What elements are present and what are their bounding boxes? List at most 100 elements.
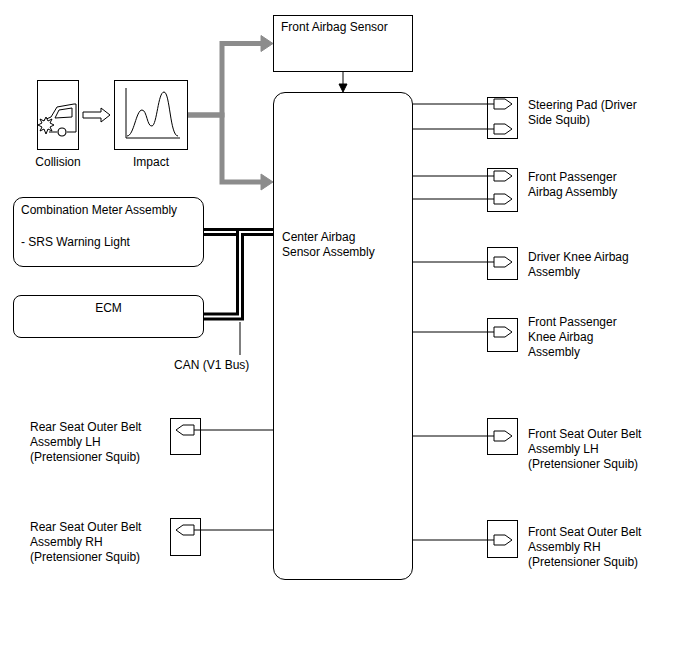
connector-line [201, 530, 273, 531]
connector [83, 108, 110, 122]
squib-symbol-group [487, 247, 518, 280]
connector [188, 115, 273, 190]
squib-component: Rear Seat Outer Belt Assembly LH (Preten… [170, 418, 201, 455]
connector [413, 176, 487, 199]
squib-symbol [176, 425, 194, 435]
graph-axes [126, 88, 180, 138]
component-label: Rear Seat Outer Belt Assembly LH (Preten… [30, 420, 162, 465]
illustration [37, 80, 79, 150]
box-title: Combination Meter Assembly [21, 203, 196, 218]
squib-symbol-group [170, 518, 201, 556]
squib-lead [487, 436, 494, 437]
connector [413, 332, 487, 333]
squib-symbol [494, 257, 512, 267]
squib-symbol-group [170, 418, 201, 455]
squib-lead [487, 332, 494, 333]
connector [204, 232, 273, 317]
picture-frame [115, 81, 188, 150]
bus-inner [204, 232, 273, 317]
component-box: Combination Meter Assembly - SRS Warning … [13, 197, 204, 267]
squib-component: Steering Pad (Driver Side Squib) [487, 97, 518, 139]
box-item: - SRS Warning Light [21, 235, 196, 250]
squib-component: Driver Knee Airbag Assembly [487, 247, 518, 280]
squib-symbol-group [487, 318, 518, 352]
component-label: Front Seat Outer Belt Assembly LH (Prete… [528, 427, 658, 472]
squib-component: Front Seat Outer Belt Assembly LH (Prete… [487, 418, 518, 455]
connector-line [413, 540, 487, 541]
connector-line [201, 430, 273, 431]
squib-symbol [494, 194, 512, 204]
squib-symbol [494, 99, 512, 109]
box-title: ECM [21, 301, 196, 316]
squib-housing [488, 169, 518, 212]
squib-component: Rear Seat Outer Belt Assembly RH (Preten… [170, 518, 201, 556]
connector-line [413, 176, 487, 177]
impact-curve [127, 92, 178, 136]
arrowhead [261, 36, 273, 52]
squib-housing [488, 319, 518, 352]
connector-line [413, 104, 487, 105]
squib-lead [487, 540, 494, 541]
connector-line [188, 115, 263, 182]
squib-symbol [494, 124, 512, 134]
squib-housing [488, 521, 518, 558]
box-title: Front Airbag Sensor [281, 20, 405, 35]
connector-line [413, 199, 487, 200]
squib-lead [487, 129, 494, 130]
component-label: Front Seat Outer Belt Assembly RH (Prete… [528, 525, 658, 570]
component-label: Front Passenger Airbag Assembly [528, 170, 638, 200]
squib-symbol-group [487, 418, 518, 455]
squib-housing [488, 419, 518, 455]
squib-symbol-group [487, 520, 518, 558]
squib-symbol [494, 535, 512, 545]
squib-lead [487, 176, 494, 177]
connector-line [413, 436, 487, 437]
squib-component: Front Passenger Knee Airbag Assembly [487, 318, 518, 352]
squib-lead [487, 262, 494, 263]
bus-outer [204, 232, 273, 317]
hollow-arrow [83, 108, 110, 122]
squib-component: Front Passenger Airbag Assembly [487, 168, 518, 212]
squib-symbol [176, 525, 194, 535]
squib-housing [171, 419, 201, 455]
component-label: Front Passenger Knee Airbag Assembly [528, 315, 628, 360]
box-title: Center Airbag Sensor Assembly [282, 230, 382, 260]
connector [201, 430, 273, 431]
connector [339, 72, 347, 92]
connector [413, 262, 487, 263]
component-label: Driver Knee Airbag Assembly [528, 250, 638, 280]
connector [188, 36, 273, 116]
illustration [114, 80, 188, 150]
connector-line [188, 44, 263, 116]
picture-box: Collision [37, 80, 79, 150]
arrowhead [261, 174, 273, 190]
squib-component: Front Seat Outer Belt Assembly RH (Prete… [487, 520, 518, 558]
squib-housing [488, 98, 518, 139]
squib-lead [487, 199, 494, 200]
squib-housing [171, 519, 201, 556]
connector [413, 104, 487, 129]
component-box: ECM [13, 295, 204, 338]
squib-lead [194, 530, 201, 531]
squib-lead [487, 104, 494, 105]
connector-line [413, 262, 487, 263]
car-window [55, 108, 72, 118]
squib-symbol-group [487, 97, 518, 139]
impact-burst [38, 117, 54, 134]
connector-line [413, 332, 487, 333]
squib-symbol [494, 327, 512, 337]
car-wheel [58, 128, 66, 136]
component-box: Front Airbag Sensor [273, 15, 413, 72]
picture-caption: Collision [35, 155, 80, 170]
squib-symbol [494, 431, 512, 441]
component-box: Center Airbag Sensor Assembly [273, 92, 413, 580]
leader-line [240, 322, 241, 355]
picture-caption: Impact [133, 155, 169, 170]
connector-line [413, 129, 487, 130]
squib-lead [194, 430, 201, 431]
squib-symbol [494, 171, 512, 181]
connector [413, 436, 487, 437]
bus-label: CAN (V1 Bus) [172, 358, 251, 373]
picture-frame [38, 81, 79, 150]
